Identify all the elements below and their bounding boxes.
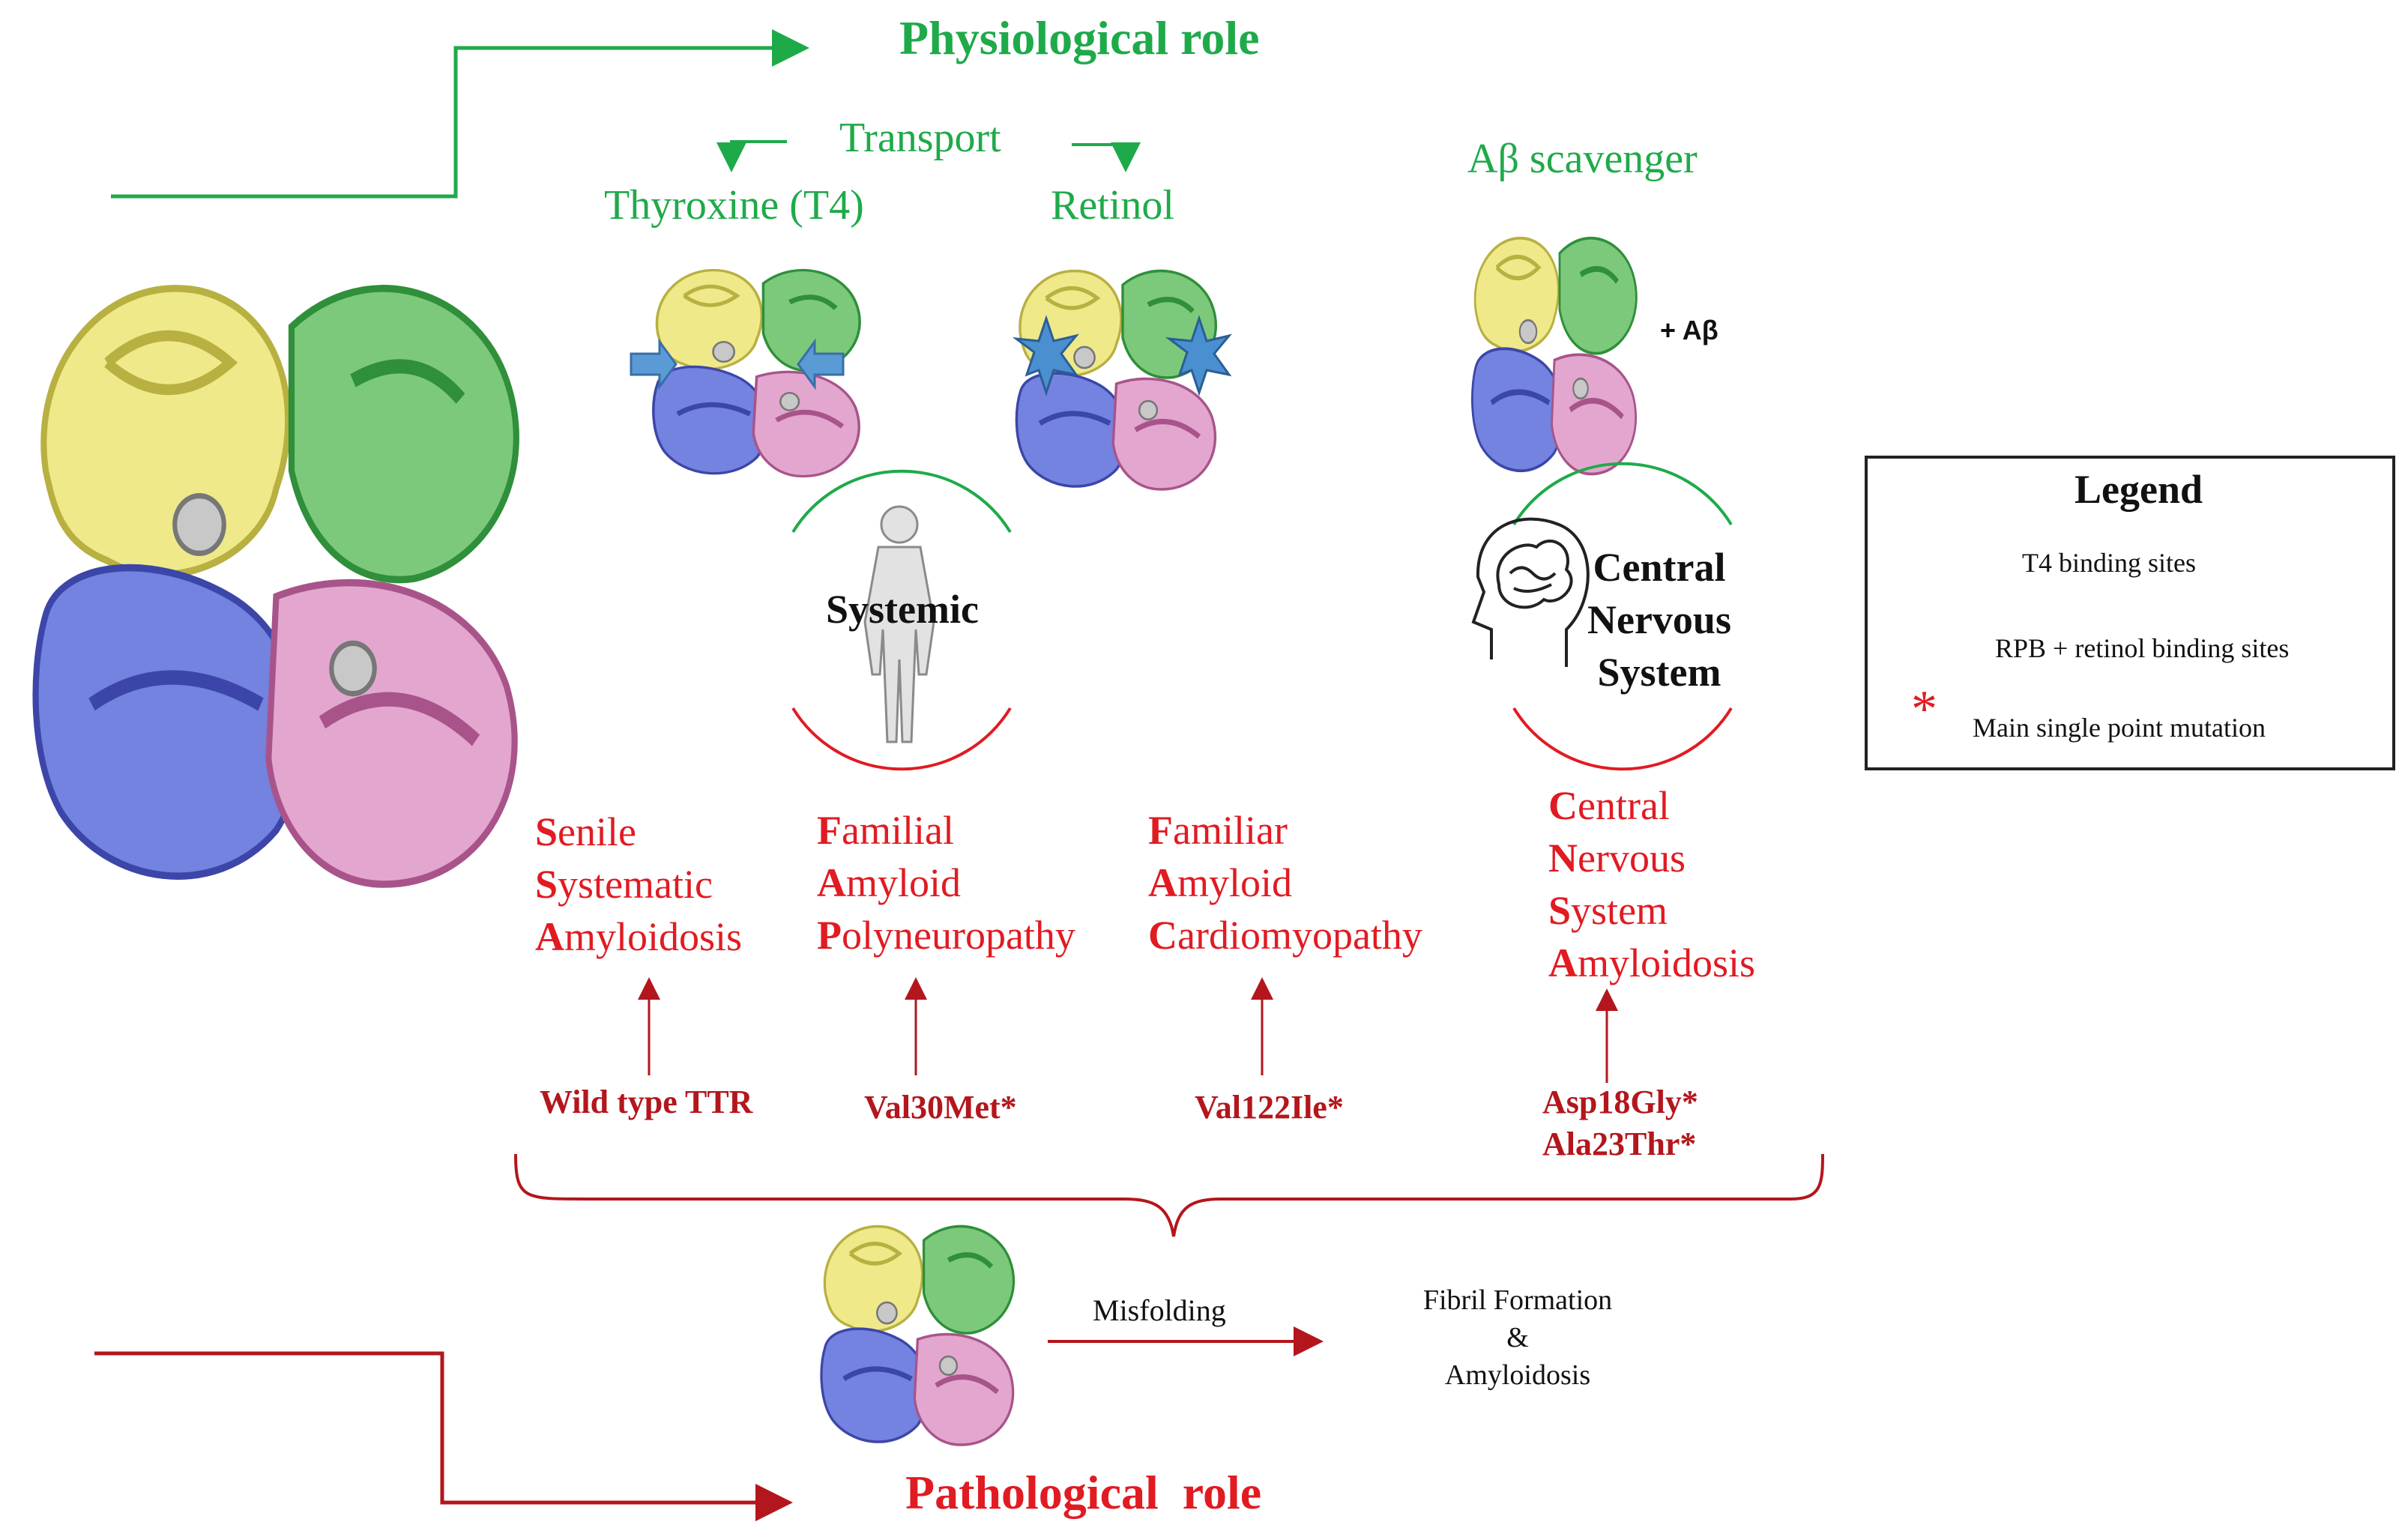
scavenger-label: Aβ scavenger <box>1467 136 1698 182</box>
transport-right-arrow <box>1072 142 1141 172</box>
pathological-title: Pathological role <box>905 1466 1262 1519</box>
legend-rpb-text: RPB + retinol binding sites <box>1995 633 2290 663</box>
legend-mutation-text: Main single point mutation <box>1973 713 2266 743</box>
disease-cns-amyloidosis: Central Nervous System Amyloidosis <box>1548 783 1756 985</box>
pathological-connector <box>94 1351 793 1521</box>
mutation-wild-type: Wild type TTR <box>540 1084 753 1120</box>
legend-star-icon: * <box>1911 680 1937 738</box>
mutation-asp18gly-ala23thr: Asp18Gly* Ala23Thr* <box>1542 1081 1698 1165</box>
t4-arrow-right-icon <box>797 338 845 390</box>
scavenger-plus-label: + Aβ <box>1660 315 1719 345</box>
human-body-icon <box>863 505 935 743</box>
large-protein-structure-icon <box>36 289 516 884</box>
fibril-line1: Fibril Formation <box>1422 1284 1613 1316</box>
legend-box: Legend T4 binding sites RPB + retinol bi… <box>1865 456 2395 770</box>
thyroxine-label: Thyroxine (T4) <box>604 182 864 229</box>
transport-label: Transport <box>839 115 1001 161</box>
rpb-star-right-icon <box>1165 315 1233 396</box>
cns-green-arc <box>1512 462 1733 526</box>
disease-familial-polyneuropathy: Familial Amyloid Polyneuropathy <box>817 808 1075 958</box>
physiological-title: Physiological role <box>899 11 1260 64</box>
legend-title: Legend <box>2074 467 2203 512</box>
retinol-label: Retinol <box>1051 182 1174 229</box>
pathway-protein-icon <box>821 1226 1014 1445</box>
disease-cap: S <box>535 809 558 854</box>
mutation-ala23thr: Ala23Thr* <box>1542 1126 1697 1162</box>
systemic-label: Systemic <box>826 587 979 632</box>
mutation-val122ile: Val122Ile* <box>1195 1089 1344 1126</box>
fibril-label: Fibril Formation & Amyloidosis <box>1394 1281 1641 1394</box>
disease-familiar-cardiomyopathy: Familiar Amyloid Cardiomyopathy <box>1148 808 1422 958</box>
cns-red-arc <box>1512 707 1733 771</box>
brain-head-icon <box>1471 517 1590 667</box>
legend-t4-text: T4 binding sites <box>2022 548 2196 578</box>
mutation-val30met: Val30Met* <box>864 1089 1017 1126</box>
t4-arrow-left-icon <box>630 338 678 390</box>
cns-label: Central Nervous System <box>1587 541 1731 698</box>
mutation-asp18gly: Asp18Gly* <box>1542 1084 1698 1120</box>
transport-left-arrow <box>716 140 787 172</box>
cns-line3: System <box>1597 650 1721 695</box>
misfolding-label: Misfolding <box>1093 1293 1226 1327</box>
physiological-connector <box>111 29 809 199</box>
fibril-line3: Amyloidosis <box>1444 1359 1591 1391</box>
systemic-red-arc <box>791 707 1012 771</box>
systemic-green-arc <box>791 469 1012 534</box>
disease-senile: Senile Systematic Amyloidosis <box>535 809 743 959</box>
curly-brace <box>514 1153 1824 1237</box>
scavenger-protein-icon <box>1472 238 1636 474</box>
rpb-star-left-icon <box>1012 315 1080 396</box>
cns-line1: Central <box>1593 545 1726 590</box>
cns-line2: Nervous <box>1587 597 1731 642</box>
fibril-line2: & <box>1506 1322 1529 1353</box>
